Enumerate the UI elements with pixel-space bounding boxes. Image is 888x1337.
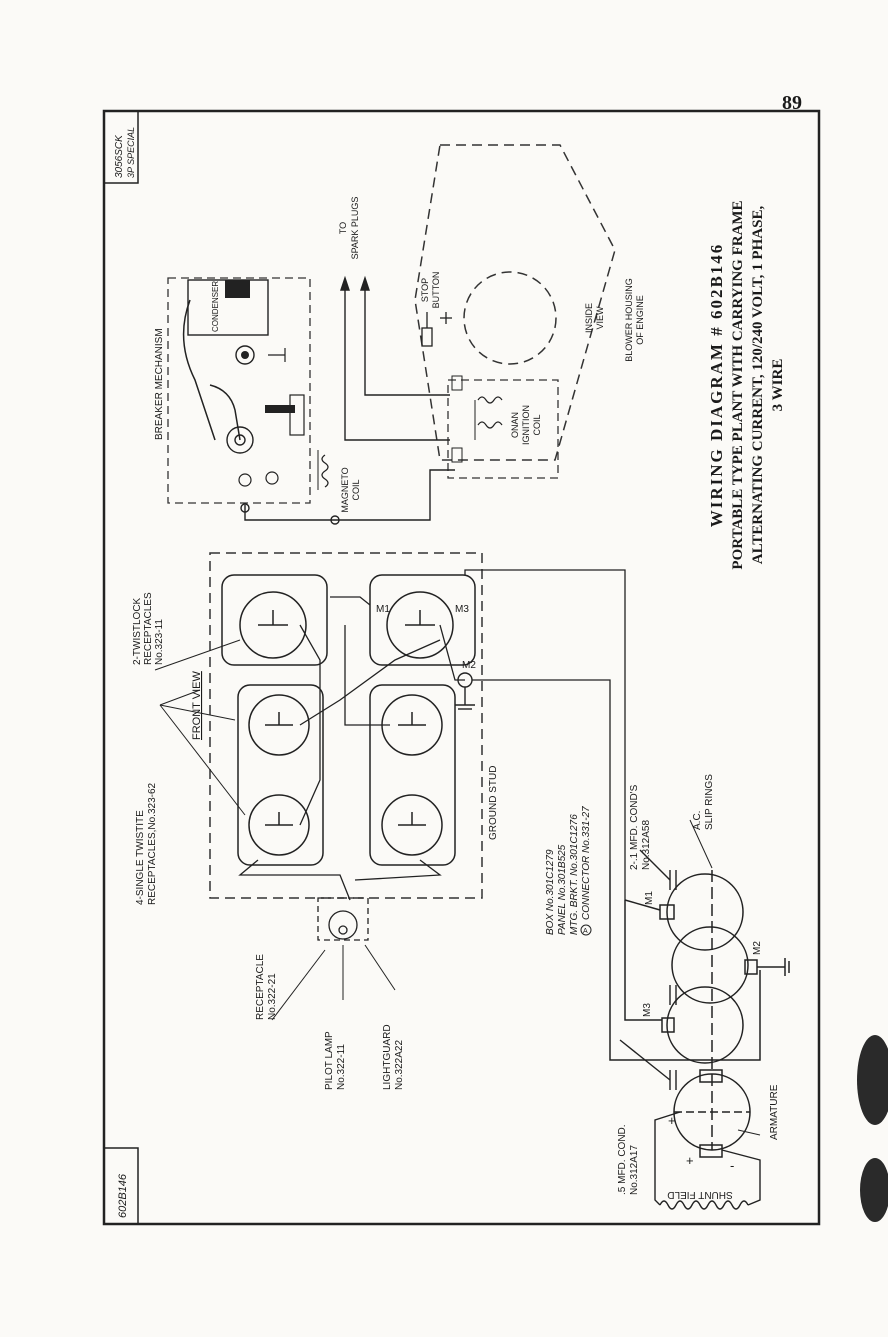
title-line-4: 3 WIRE (770, 359, 786, 412)
single-label-1: 4-SINGLE TWISTITE (135, 810, 146, 905)
stop-label-1: STOP (420, 278, 430, 302)
title-line-3: ALTERNATING CURRENT, 120/240 VOLT, 1 PHA… (750, 206, 766, 565)
receptacle-labels: 2-TWISTLOCK RECEPTACLES No.323-11 4-SING… (132, 592, 246, 905)
front-view-label: FRONT VIEW (191, 671, 203, 740)
stop-label-2: BUTTON (431, 272, 441, 309)
m3-gen-label: M3 (642, 1003, 653, 1017)
title-block: WIRING DIAGRAM # 602B146 PORTABLE TYPE P… (707, 200, 786, 569)
magneto-coil: MAGNETO COIL (317, 450, 361, 513)
box-label-4-marker: A (583, 928, 588, 935)
lightguard-label-1: LIGHTGUARD (382, 1024, 393, 1090)
box-label-1: BOX No.301C1279 (545, 849, 556, 935)
single-label-2: RECEPTACLES,No.323-62 (147, 782, 158, 905)
scan-blot-1 (857, 1035, 888, 1125)
spark-plug-leads (340, 275, 450, 441)
shunt-label: SHUNT FIELD (667, 1189, 732, 1200)
magneto-label-2: COIL (351, 479, 361, 500)
ground-stud-label: GROUND STUD (488, 766, 499, 840)
inside-view-label-1: INSIDE (584, 303, 594, 333)
twistlock-receptacles (221, 574, 476, 666)
blower-housing: INSIDE VIEW BLOWER HOUSING OF ENGINE (414, 144, 645, 461)
corner-top-text-2: 3P SPECIAL (126, 127, 136, 178)
armature-label: ARMATURE (769, 1084, 780, 1140)
blower-label-2: OF ENGINE (635, 295, 645, 345)
box-label-4: CONNECTOR No.331-27 (581, 806, 592, 920)
slip-label-1: A.C. (692, 811, 703, 830)
corner-top-text: 3056SCK (114, 134, 125, 178)
condenser-label: CONDENSER (211, 281, 220, 332)
m1-gen-label: M1 (644, 891, 655, 905)
generator (609, 860, 790, 1158)
receptacle-panel (209, 552, 483, 899)
bottom-left-labels: RECEPTACLE No.322-21 PILOT LAMP No.322-1… (255, 944, 405, 1090)
pilot-label-2: No.322-11 (336, 1044, 347, 1090)
panel-wiring (238, 569, 626, 901)
onan-ignition-coil: ONAN IGNITION COIL (447, 375, 559, 479)
shunt-field (654, 1111, 761, 1210)
breaker-label: BREAKER MECHANISM (154, 328, 165, 440)
pilot-label-1: PILOT LAMP (324, 1031, 335, 1090)
scan-blot-2 (860, 1158, 888, 1222)
spark-plugs-label-1: TO (338, 222, 348, 234)
cond2-label-2: No.312A58 (641, 820, 652, 870)
single-receptacles (237, 684, 456, 866)
spark-plugs-label-2: SPARK PLUGS (350, 197, 360, 260)
m2-gen-label: M2 (752, 941, 763, 955)
m3-label: M3 (455, 604, 469, 615)
slip-label-2: SLIP RINGS (704, 774, 715, 830)
slip-ring-m1 (666, 873, 744, 951)
receptacle-label-1: RECEPTACLE (255, 954, 266, 1020)
twistlock-label-3: No.323-11 (154, 619, 165, 665)
m2-panel-label: M2 (462, 660, 476, 671)
onan-label-2: IGNITION (521, 405, 531, 445)
corner-box-bottom (103, 1147, 139, 1225)
box-label-3: MTG. BRKT. No.301C1276 (569, 814, 580, 935)
cond5-label-1: .5 MFD. COND. (617, 1124, 628, 1195)
condensers (619, 849, 677, 1090)
ignition-wiring (240, 469, 455, 525)
inside-view-label-2: VIEW (595, 306, 605, 330)
twistlock-label-2: RECEPTACLES (143, 592, 154, 665)
title-line-1: WIRING DIAGRAM # 602B146 (707, 243, 726, 528)
plus-sign-2: + (686, 1153, 694, 1168)
corner-box-top (103, 110, 139, 184)
cond5-label-2: No.312A17 (629, 1145, 640, 1195)
ground-stud (455, 672, 475, 710)
diagram-frame (102, 109, 821, 1226)
onan-label-1: ONAN (510, 412, 520, 438)
pilot-lamp-connector (317, 897, 369, 941)
flywheel (463, 271, 557, 365)
twistlock-label-1: 2-TWISTLOCK (132, 597, 143, 665)
box-labels: BOX No.301C1279 PANEL No.301B525 MTG. BR… (545, 774, 715, 936)
plus-sign-1: + (668, 1113, 676, 1128)
stop-button: STOP BUTTON (420, 272, 452, 347)
magneto-label-1: MAGNETO (340, 467, 350, 512)
m1-label: M1 (376, 604, 390, 615)
onan-label-3: COIL (532, 414, 542, 435)
breaker-mechanism: CONDENSER BREAKER MECHANISM (154, 277, 311, 504)
slip-ring-m3 (666, 986, 744, 1064)
receptacle-label-2: No.322-21 (267, 973, 278, 1020)
page-number: 89 (782, 92, 802, 114)
slip-ring-m2 (671, 926, 749, 1004)
blower-label-1: BLOWER HOUSING (624, 278, 634, 362)
cond2-label-1: 2-.1 MFD. COND'S (629, 784, 640, 870)
box-label-2: PANEL No.301B525 (557, 844, 568, 935)
lightguard-label-2: No.322A22 (394, 1040, 405, 1090)
title-line-2: PORTABLE TYPE PLANT WITH CARRYING FRAME (730, 200, 746, 569)
corner-bottom-text: 602B146 (117, 1173, 129, 1218)
minus-sign: - (730, 1158, 734, 1173)
